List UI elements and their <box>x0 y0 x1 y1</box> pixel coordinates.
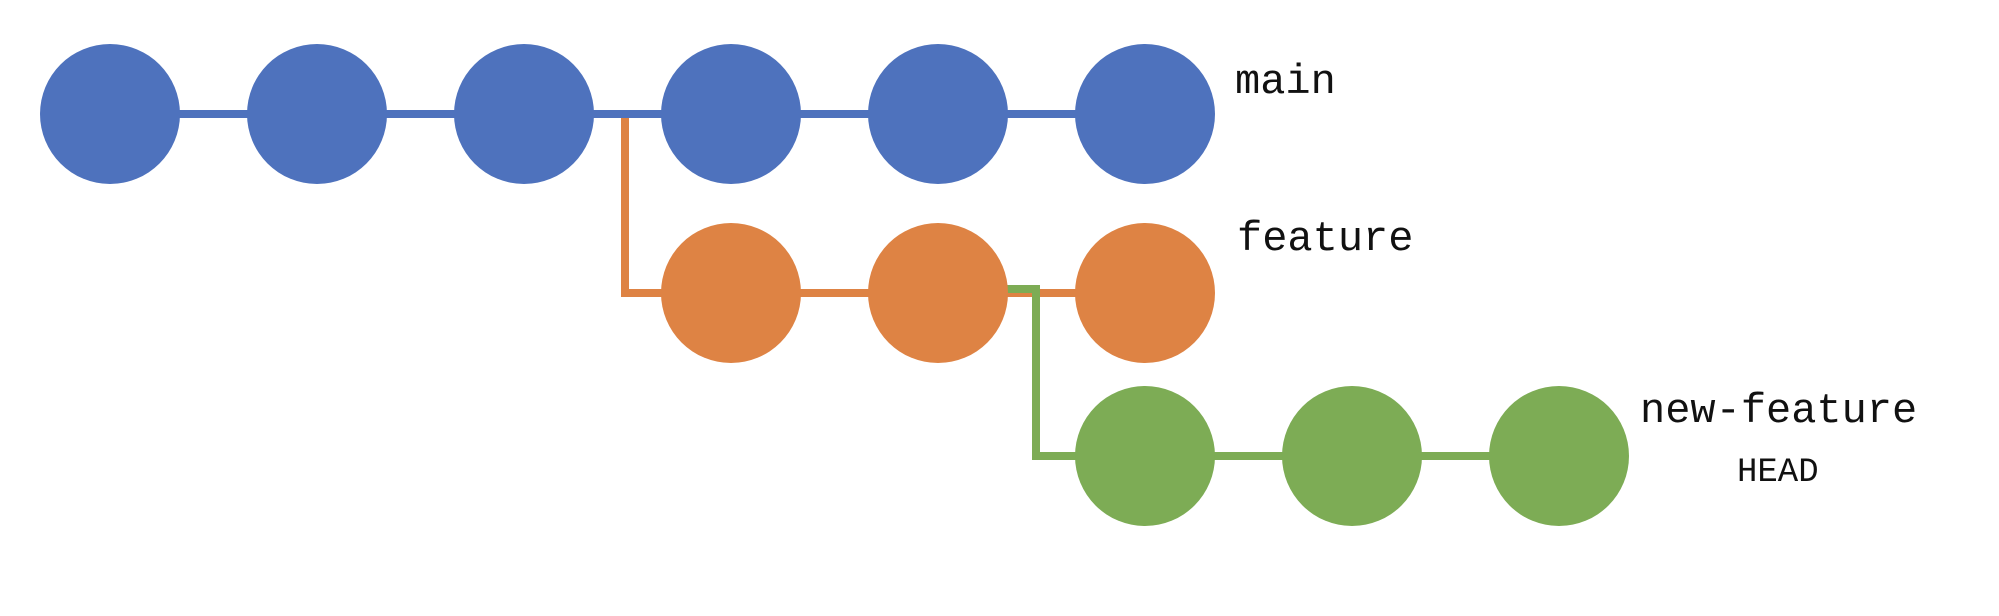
commit-node-new-feature <box>1075 386 1215 526</box>
commit-node-main <box>1075 44 1215 184</box>
commit-node-main <box>454 44 594 184</box>
commit-node-main <box>661 44 801 184</box>
commit-node-feature <box>661 223 801 363</box>
commit-node-feature <box>1075 223 1215 363</box>
branch-label-main: main <box>1235 58 1336 106</box>
commit-node-feature <box>868 223 1008 363</box>
commit-node-new-feature <box>1282 386 1422 526</box>
head-label: HEAD <box>1737 454 1819 492</box>
branch-label-feature: feature <box>1237 215 1414 263</box>
commit-node-main <box>868 44 1008 184</box>
commit-node-main <box>247 44 387 184</box>
commit-node-main <box>40 44 180 184</box>
commit-node-new-feature <box>1489 386 1629 526</box>
branch-label-new-feature: new-feature <box>1640 387 1918 435</box>
